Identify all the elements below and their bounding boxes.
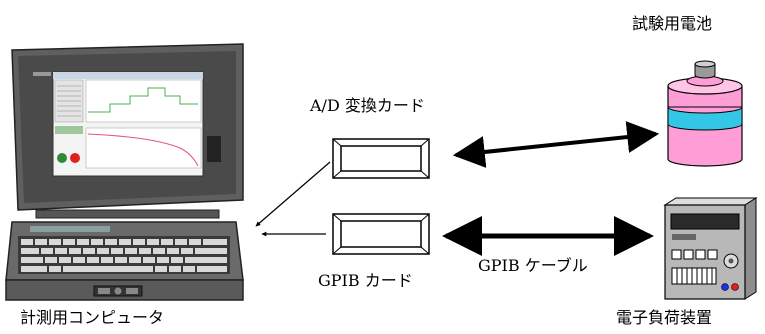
battery-label: 試験用電池 [632, 14, 713, 33]
laptop-icon [5, 43, 244, 301]
gpib-cable-label: GPIB ケーブル [478, 256, 588, 275]
gpib-card-label: GPIB カード [318, 271, 413, 290]
battery-icon [667, 60, 743, 167]
computer-label: 計測用コンピュータ [20, 308, 165, 327]
load-label: 電子負荷装置 [616, 308, 713, 327]
electronic-load-icon [663, 197, 758, 300]
ad-card-label: A/D 変換カード [310, 96, 425, 115]
gpib-card-icon [332, 213, 430, 255]
battery-ad-arrow [452, 121, 660, 168]
ad-to-computer-arrow [255, 161, 331, 227]
ad-card-icon [332, 138, 430, 179]
computer-screen [52, 71, 204, 177]
